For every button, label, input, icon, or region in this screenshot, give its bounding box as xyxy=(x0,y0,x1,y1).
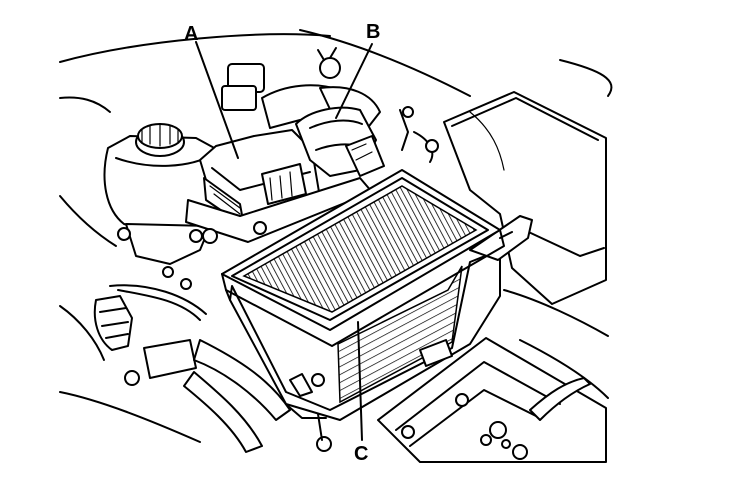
fender-panel xyxy=(443,91,607,305)
left-hoses xyxy=(93,266,291,453)
battery-box xyxy=(377,337,607,463)
body-contours xyxy=(59,29,613,443)
leader-line-a xyxy=(195,41,239,159)
intake-hose xyxy=(295,106,385,177)
callout-label-c: C xyxy=(354,443,368,465)
callout-label-b: B xyxy=(366,21,380,43)
leader-line-b xyxy=(335,43,373,119)
air-cleaner-housing xyxy=(229,215,533,452)
air-flow-sensor xyxy=(185,129,373,244)
leader-line-c xyxy=(357,321,363,441)
leader-lines xyxy=(195,41,373,441)
air-filter-cover xyxy=(221,169,505,347)
callout-label-a: A xyxy=(184,23,198,45)
